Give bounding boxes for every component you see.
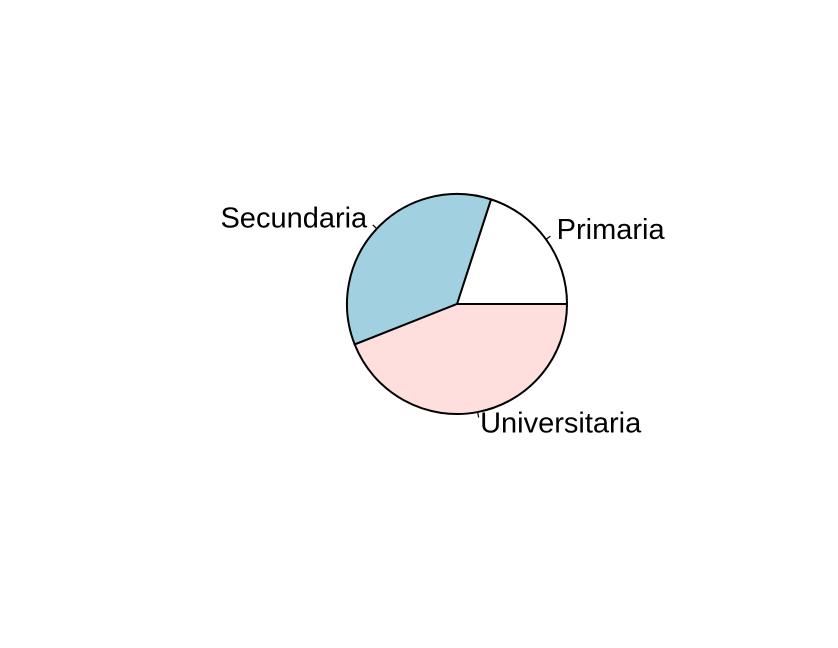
pie-label-primaria: Primaria: [557, 214, 666, 246]
leader-line-primaria: [545, 235, 551, 240]
pie-slice-universitaria: [353, 303, 568, 416]
pie-slice-secundaria: [346, 192, 492, 346]
pie-slices: [346, 192, 568, 416]
pie-label-universitaria: Universitaria: [480, 408, 642, 440]
leader-line-secundaria: [372, 224, 378, 230]
leader-line-universitaria: [477, 411, 480, 418]
pie-label-secundaria: Secundaria: [220, 202, 368, 234]
